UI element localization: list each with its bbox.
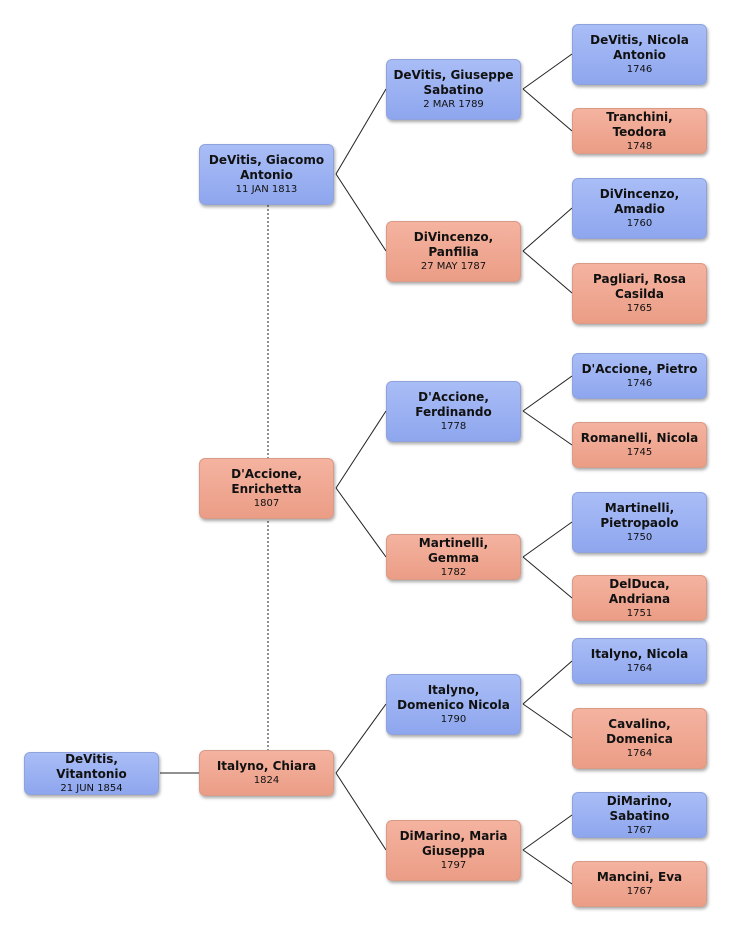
person-name: DiVincenzo, Amadio (599, 187, 680, 216)
person-date: 1767 (626, 886, 653, 897)
person-date: 1807 (253, 498, 280, 509)
person-date: 1824 (253, 775, 280, 786)
person-box-divincenzo-amadio[interactable]: DiVincenzo, Amadio 1760 (572, 178, 707, 239)
person-name: Italyno, Nicola (590, 647, 689, 661)
person-date: 1748 (626, 140, 653, 152)
person-name: DeVitis, Giuseppe Sabatino (393, 68, 514, 97)
person-box-tranchini-teodora[interactable]: Tranchini, Teodora 1748 (572, 108, 707, 154)
person-date: 11 JAN 1813 (235, 184, 298, 195)
person-name: Martinelli, Gemma (418, 535, 489, 565)
person-name: Italyno, Domenico Nicola (397, 683, 510, 712)
person-box-devitis-giuseppe-sabatino[interactable]: DeVitis, Giuseppe Sabatino 2 MAR 1789 (386, 59, 521, 120)
person-date: 1750 (626, 532, 653, 543)
person-date: 2 MAR 1789 (423, 99, 484, 110)
person-box-cavalino-domenica[interactable]: Cavalino, Domenica 1764 (572, 708, 707, 769)
person-name: Pagliari, Rosa Casilda (593, 272, 686, 301)
person-box-devitis-giacomo-antonio[interactable]: DeVitis, Giacomo Antonio 11 JAN 1813 (199, 144, 334, 205)
person-date: 1782 (440, 566, 467, 578)
person-box-italyno-nicola[interactable]: Italyno, Nicola 1764 (572, 638, 707, 684)
person-box-italyno-chiara[interactable]: Italyno, Chiara 1824 (199, 750, 334, 796)
person-name: DiMarino, Maria Giuseppa (399, 829, 508, 858)
person-date: 1746 (626, 378, 653, 389)
person-box-martinelli-pietropaolo[interactable]: Martinelli, Pietropaolo 1750 (572, 492, 707, 553)
person-box-devitis-nicola-antonio[interactable]: DeVitis, Nicola Antonio 1746 (572, 24, 707, 85)
person-box-daccione-ferdinando[interactable]: D'Accione, Ferdinando 1778 (386, 381, 521, 442)
person-box-daccione-enrichetta[interactable]: D'Accione, Enrichetta 1807 (199, 458, 334, 519)
person-date: 1778 (440, 421, 467, 432)
person-box-pagliari-rosa-casilda[interactable]: Pagliari, Rosa Casilda 1765 (572, 263, 707, 324)
person-date: 1751 (626, 607, 653, 619)
person-box-divincenzo-panfilia[interactable]: DiVincenzo, Panfilia 27 MAY 1787 (386, 221, 521, 282)
person-box-delduca-andriana[interactable]: DelDuca, Andriana 1751 (572, 575, 707, 621)
person-name: Romanelli, Nicola (580, 431, 699, 445)
person-name: Mancini, Eva (596, 870, 683, 884)
person-name: DeVitis, Giacomo Antonio (208, 153, 325, 182)
person-box-dimarino-sabatino[interactable]: DiMarino, Sabatino 1767 (572, 792, 707, 838)
person-box-martinelli-gemma[interactable]: Martinelli, Gemma 1782 (386, 534, 521, 580)
person-box-daccione-pietro[interactable]: D'Accione, Pietro 1746 (572, 353, 707, 399)
person-date: 1764 (626, 663, 653, 674)
person-date: 1746 (626, 64, 653, 75)
person-box-italyno-domenico-nicola[interactable]: Italyno, Domenico Nicola 1790 (386, 674, 521, 735)
person-date: 1790 (440, 714, 467, 725)
person-name: Cavalino, Domenica (606, 717, 673, 746)
person-name: D'Accione, Pietro (581, 362, 698, 376)
person-date: 27 MAY 1787 (420, 261, 487, 272)
person-name: DiMarino, Sabatino (606, 793, 673, 823)
person-date: 1765 (626, 303, 653, 314)
person-date: 1767 (626, 824, 653, 836)
person-name: Italyno, Chiara (216, 759, 317, 773)
person-name: DiVincenzo, Panfilia (413, 230, 494, 259)
person-box-mancini-eva[interactable]: Mancini, Eva 1767 (572, 861, 707, 907)
person-date: 1764 (626, 748, 653, 759)
person-date: 1745 (626, 447, 653, 458)
person-box-romanelli-nicola[interactable]: Romanelli, Nicola 1745 (572, 422, 707, 468)
person-box-dimarino-maria-giuseppa[interactable]: DiMarino, Maria Giuseppa 1797 (386, 820, 521, 881)
person-date: 1797 (440, 860, 467, 871)
person-name: D'Accione, Enrichetta (231, 467, 302, 496)
person-name: Tranchini, Teodora (606, 109, 673, 139)
person-date: 1760 (626, 218, 653, 229)
person-box-devitis-vitantonio[interactable]: DeVitis, Vitantonio 21 JUN 1854 (24, 752, 159, 795)
person-name: Martinelli, Pietropaolo (600, 501, 679, 530)
person-date: 21 JUN 1854 (60, 783, 123, 794)
person-name: D'Accione, Ferdinando (415, 390, 492, 419)
person-name: DeVitis, Vitantonio (56, 752, 127, 781)
person-name: DeVitis, Nicola Antonio (590, 33, 689, 62)
person-name: DelDuca, Andriana (608, 576, 671, 606)
